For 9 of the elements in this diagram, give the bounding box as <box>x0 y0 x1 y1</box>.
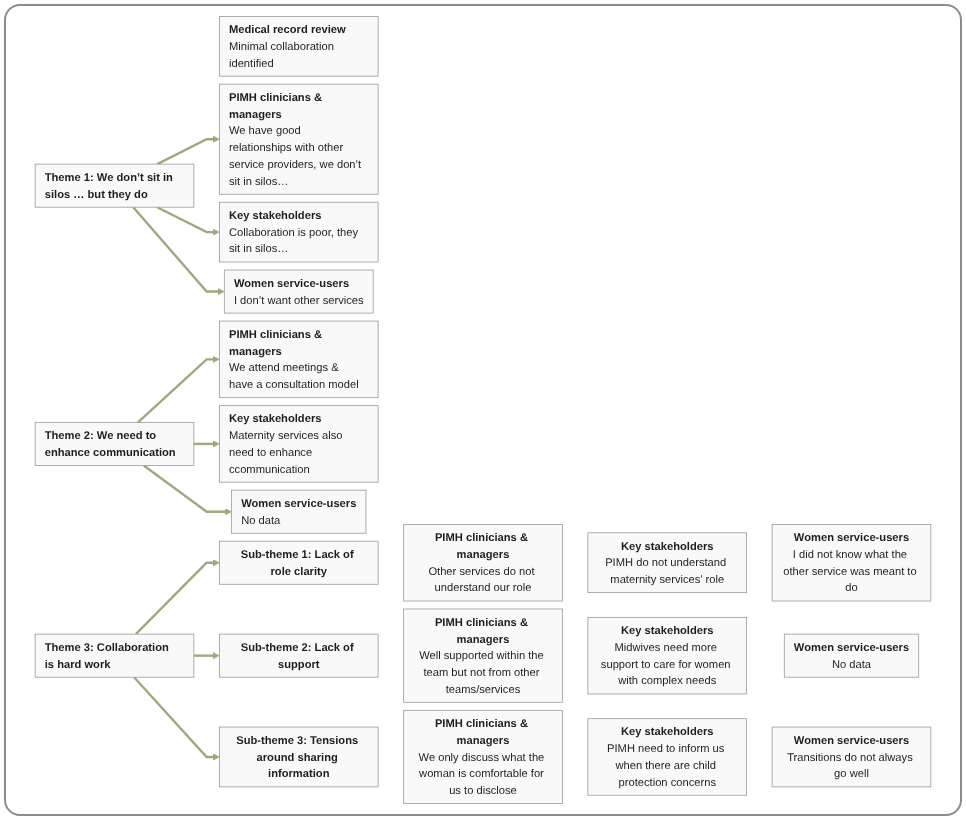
arrow <box>156 135 220 166</box>
arrow <box>132 206 225 296</box>
arrow <box>143 464 232 516</box>
arrow <box>137 355 220 424</box>
arrow <box>156 206 220 236</box>
arrow <box>193 652 220 660</box>
arrow <box>135 559 220 635</box>
arrow <box>193 440 220 448</box>
arrow <box>133 676 220 761</box>
